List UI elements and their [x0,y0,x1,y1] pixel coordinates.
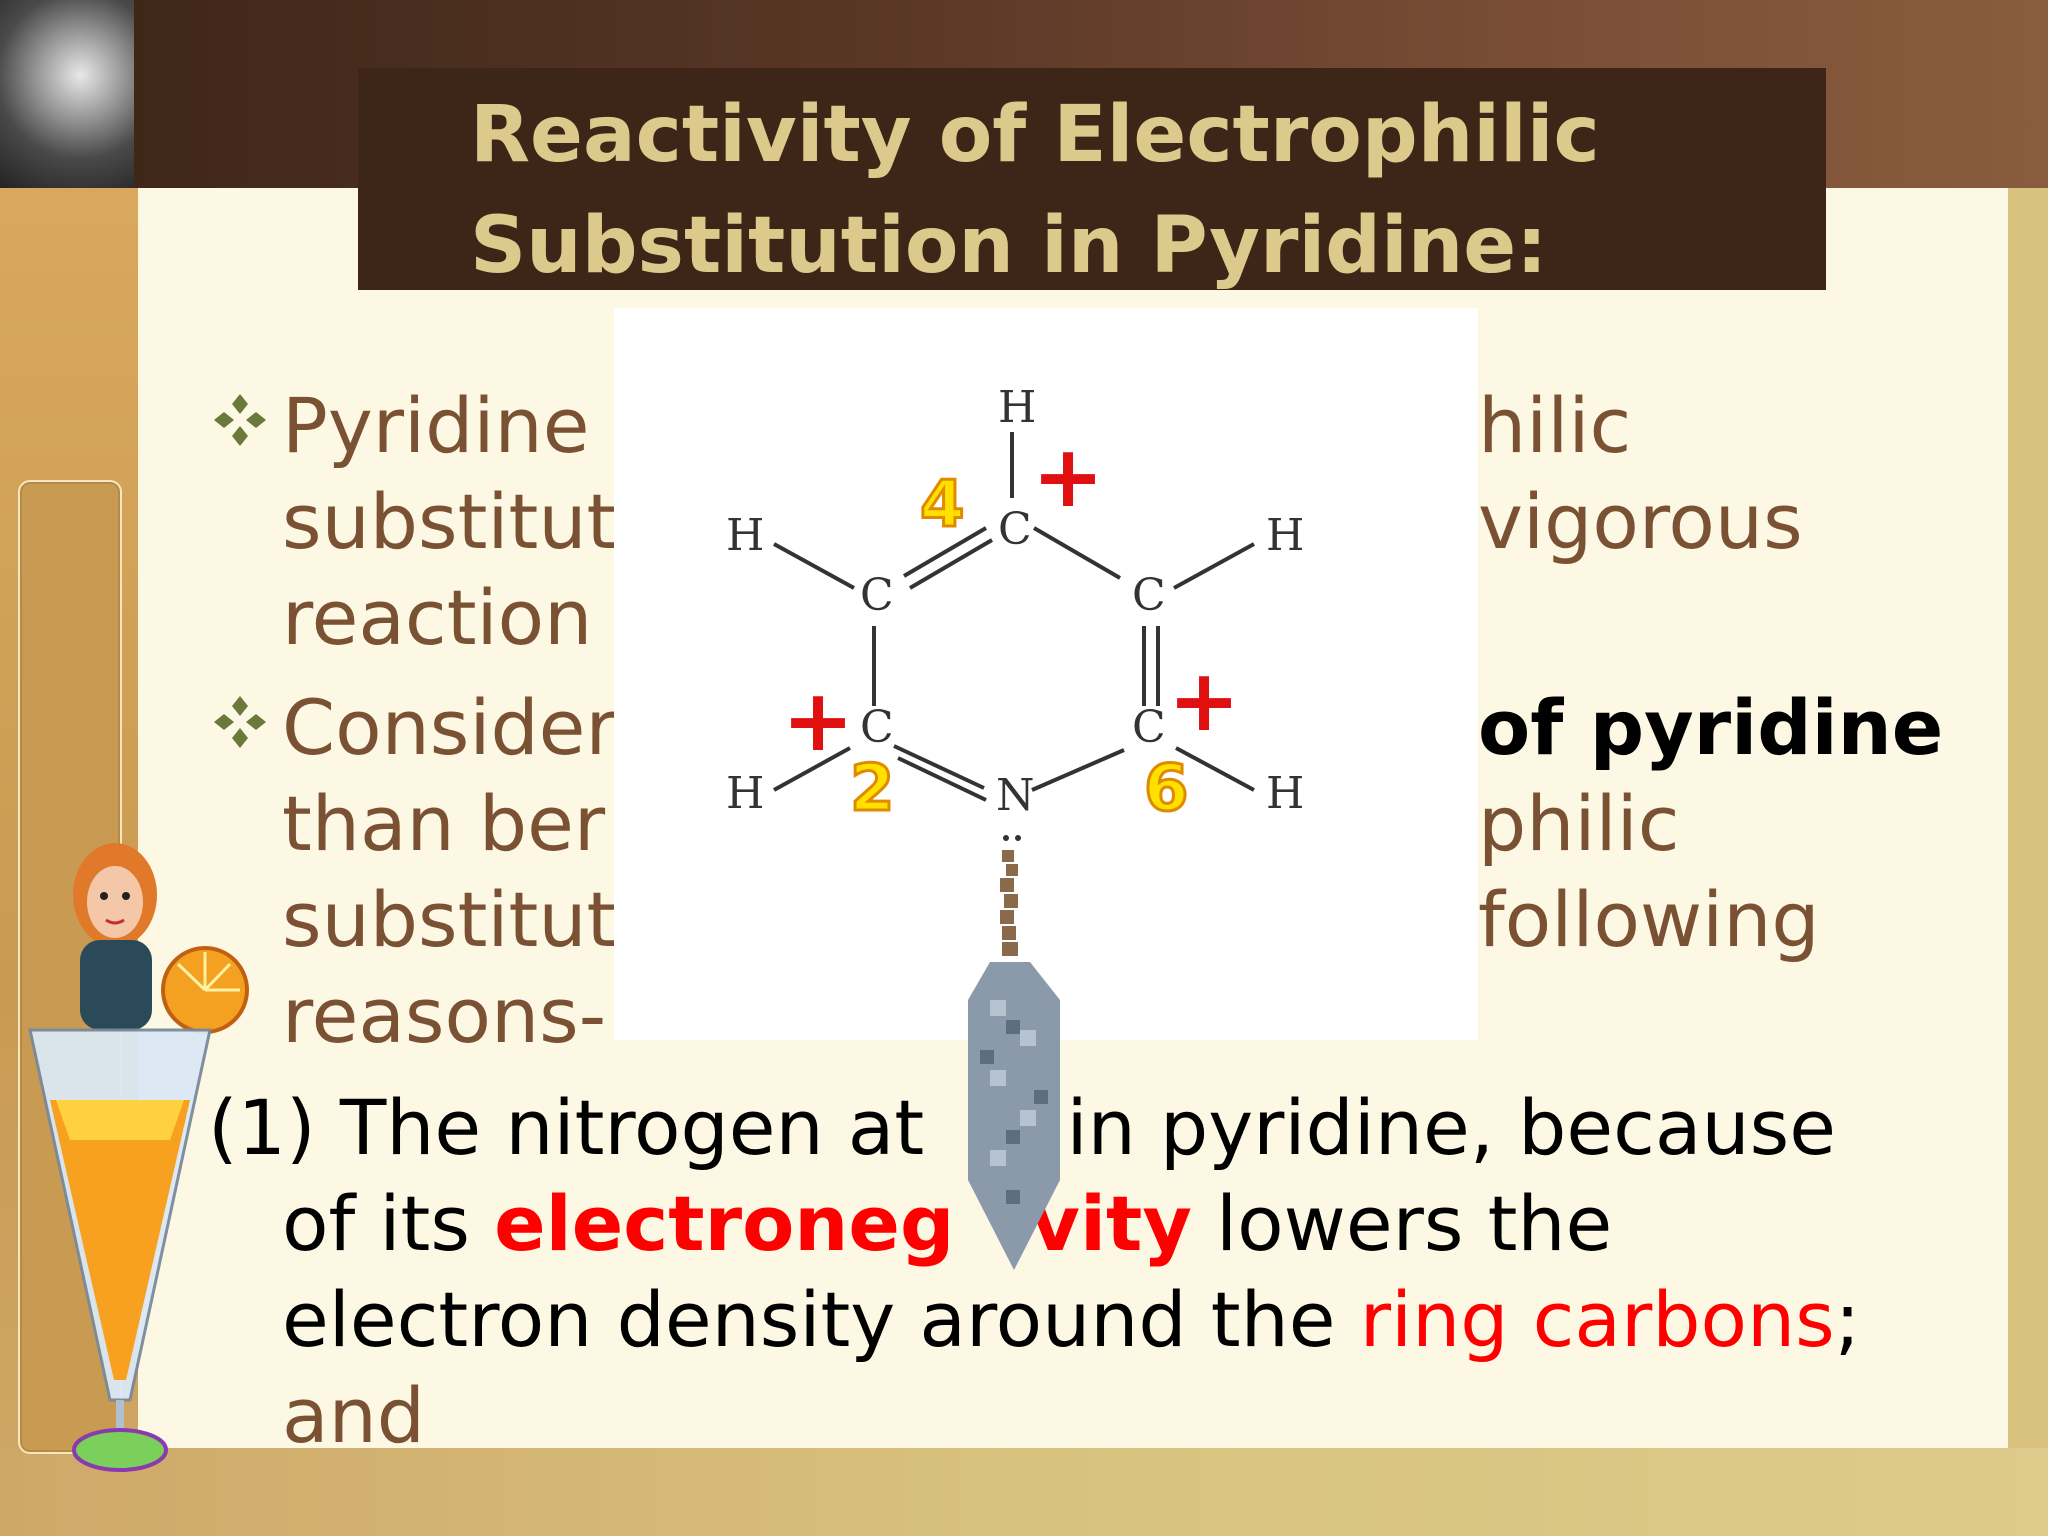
position-6-label: 6 [1144,752,1189,826]
position-2-label: 2 [850,752,895,826]
atom-c2: C [860,702,894,753]
bullet-diamond-icon [214,394,266,446]
text-fragment: substitut [282,477,617,566]
title-box [358,68,1826,290]
atom-h-left-top: H [726,510,764,561]
bullet-diamond-icon [214,696,266,748]
atom-c3: C [860,570,894,621]
charge-c6: + [1168,651,1240,751]
atom-h-right-top: H [1266,510,1304,561]
bullet-1-line-3: reaction [282,570,616,666]
atom-c4: C [998,504,1032,555]
text-fragment: electron density around the [282,1275,1360,1364]
charge-c4: + [1032,427,1104,527]
text-fragment: lowers the [1191,1179,1613,1268]
atom-c6: C [1132,702,1166,753]
text-fragment: of pyridine [1478,683,1944,772]
title-line-1: Reactivity of Electrophilic [470,90,1600,180]
bullet-1-line-2: substitut [282,474,616,570]
bottom-strip [0,1448,2048,1536]
text-fragment: n in pyridine, because [994,1083,1837,1172]
charge-c2: + [782,671,854,771]
bullet-2-lines: Consider than ber substitut reasons- [282,680,617,1064]
text-fragment: hilic [1478,381,1632,470]
title-line-2: Substitution in Pyridine: [470,201,1548,291]
atom-h-left-bottom: H [726,768,764,819]
bullet-2-line-2: than ber [282,779,606,868]
text-fragment: philic [1478,779,1680,868]
ring-carbons-highlight: ring carbons [1359,1275,1835,1364]
atom-n: N [996,770,1035,821]
point-1-line-1: (1) The nitrogen at n in pyridine, becaus… [208,1080,1860,1176]
point-1-paragraph: (1) The nitrogen at n in pyridine, becaus… [208,1080,1860,1464]
bullet-1-lines: Pyridine substitut reaction [282,378,616,666]
point-1-line-4: and [282,1371,425,1460]
point-1-line-3: electron density around the ring carbons… [208,1272,1860,1368]
text-fragment: (1) The nitrogen at [208,1083,925,1172]
text-fragment: following [1478,875,1820,964]
text-fragment: ; [1834,1275,1861,1364]
position-4-label: 4 [920,468,965,542]
bullet-2-line-3: substitut [282,875,617,964]
atom-h-top: H [998,382,1036,433]
text-fragment: reaction [282,573,593,662]
bullet-2-line-4: reasons- [282,971,607,1060]
text-fragment: Pyridine [282,381,590,470]
bullet-1-line-1: Pyridine [282,378,616,474]
text-fragment: vigorous [1478,477,1803,566]
text-fragment: of its [282,1179,495,1268]
corner-decorative-image [0,0,134,188]
pyridine-structure-diagram: H C C C C C N H H H H [726,382,1304,841]
slide-title: Reactivity of Electrophilic Substitution… [470,80,1810,302]
bullet-2-line-1: Consider [282,683,617,772]
bullet-1-right: hilic vigorous [1478,378,1803,570]
atom-c5: C [1132,570,1166,621]
pyridine-structure-image: H C C C C C N H H H H [614,308,1478,1040]
mascot-cocktail-figure [28,843,249,1472]
pointer-arrow-graphic [968,850,1060,1270]
atom-h-right-bottom: H [1266,768,1304,819]
electronegativity-highlight: electroneg [494,1179,955,1268]
bullet-2-right: of pyridine philic following [1478,680,1943,968]
